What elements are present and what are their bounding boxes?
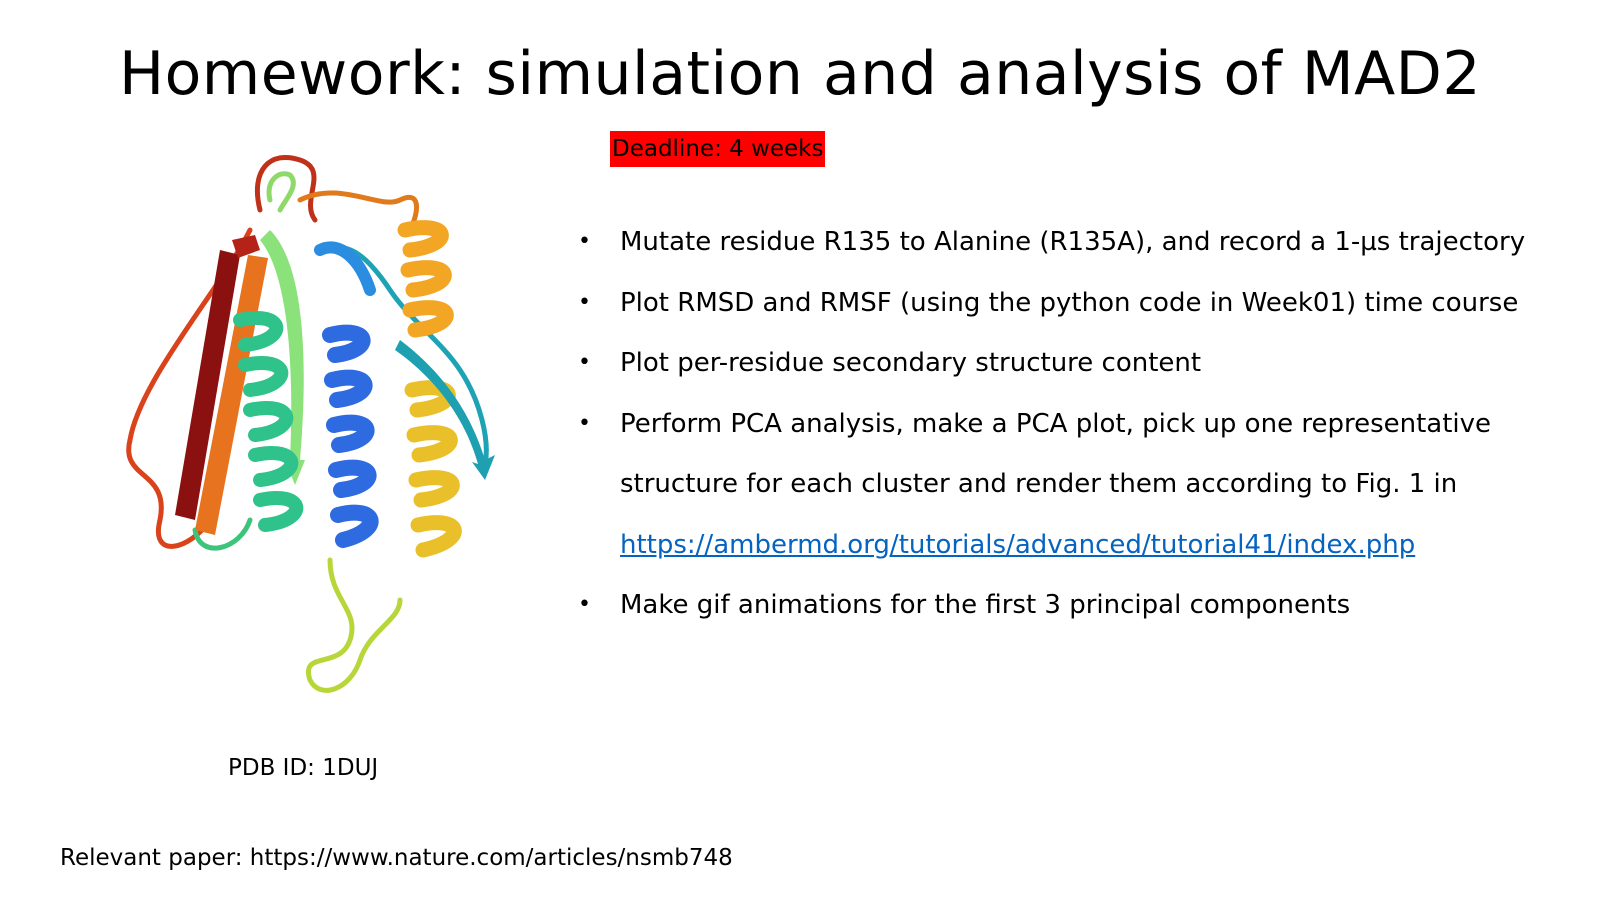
task-item: • Make gif animations for the first 3 pr… [578,575,1578,636]
helix-blue-top [314,241,376,296]
task-item: • Plot per-residue secondary structure c… [578,333,1578,394]
task-text: Make gif animations for the first 3 prin… [620,590,1351,620]
loop-yellow-bottom [305,557,403,693]
helix-yellow [404,380,462,558]
strand-teal [395,340,495,480]
task-list: • Mutate residue R135 to Alanine (R135A)… [578,212,1578,636]
helix-green [233,311,304,532]
strand-lightgreen [260,230,304,460]
helix-blue [322,324,379,548]
bullet-icon: • [578,289,591,315]
bullet-icon: • [578,350,591,375]
strand-darkred [175,250,240,520]
figure-caption: PDB ID: 1DUJ [228,755,379,781]
bullet-icon: • [578,592,591,617]
strand-red [232,235,260,258]
task-text: Plot RMSD and RMSF (using the python cod… [620,287,1519,318]
tutorial-link[interactable]: https://ambermd.org/tutorials/advanced/t… [620,529,1416,560]
relevant-paper-reference: Relevant paper: https://www.nature.com/a… [60,845,733,871]
slide-title: Homework: simulation and analysis of MAD… [118,39,1482,109]
loop-red-left [126,227,253,549]
loop-green-top [266,171,296,213]
task-text: Mutate residue R135 to Alanine (R135A), … [620,227,1526,257]
protein-structure-illustration [126,154,495,693]
task-text: Perform PCA analysis, make a PCA plot, p… [620,408,1492,500]
helix-orange [397,220,454,338]
task-text: Plot per-residue secondary structure con… [620,348,1202,378]
loop-red-top [254,154,318,223]
loop-green-bottom [192,517,253,551]
bullet-icon: • [578,410,591,436]
task-item: • Mutate residue R135 to Alanine (R135A)… [578,212,1578,273]
deadline-badge: Deadline: 4 weeks [610,131,826,167]
bullet-icon: • [578,229,591,254]
task-item: • Perform PCA analysis, make a PCA plot,… [578,394,1578,576]
loop-orange-top [297,190,420,233]
task-item: • Plot RMSD and RMSF (using the python c… [578,273,1578,334]
